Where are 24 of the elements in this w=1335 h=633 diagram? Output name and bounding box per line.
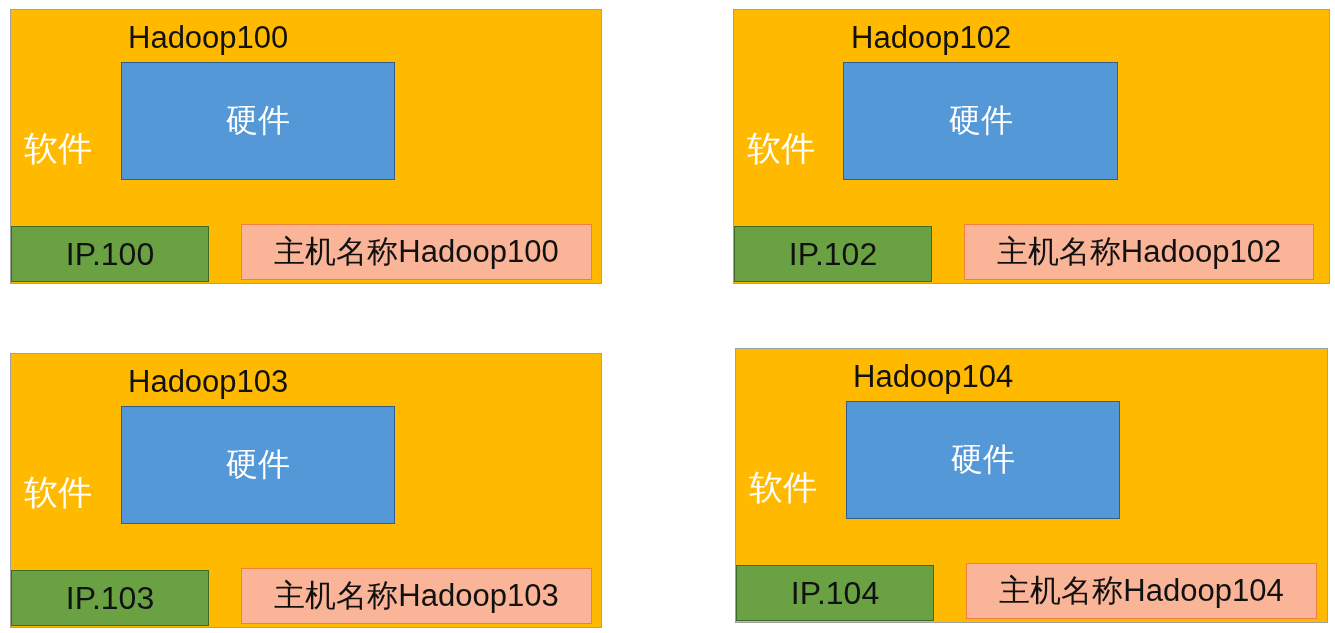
ip-box: IP.100 — [11, 226, 209, 282]
software-label: 软件 — [24, 128, 92, 169]
ip-box: IP.102 — [734, 226, 932, 282]
hardware-box: 硬件 — [843, 62, 1118, 180]
hostname-box: 主机名称Hadoop102 — [964, 224, 1314, 280]
server-panel — [735, 348, 1328, 623]
host-title: Hadoop100 — [128, 20, 289, 56]
server-panel — [10, 9, 602, 284]
host-title: Hadoop104 — [853, 359, 1014, 395]
host-title: Hadoop103 — [128, 364, 289, 400]
host-title: Hadoop102 — [851, 20, 1012, 56]
software-label: 软件 — [749, 467, 817, 508]
server-panel — [10, 353, 602, 628]
ip-box: IP.104 — [736, 565, 934, 621]
hostname-box: 主机名称Hadoop100 — [241, 224, 592, 280]
hardware-box: 硬件 — [121, 62, 395, 180]
software-label: 软件 — [24, 472, 92, 513]
hostname-box: 主机名称Hadoop104 — [966, 563, 1317, 619]
hostname-box: 主机名称Hadoop103 — [241, 568, 592, 624]
hardware-box: 硬件 — [846, 401, 1120, 519]
server-panel — [733, 9, 1330, 284]
software-label: 软件 — [747, 128, 815, 169]
hardware-box: 硬件 — [121, 406, 395, 524]
ip-box: IP.103 — [11, 570, 209, 626]
